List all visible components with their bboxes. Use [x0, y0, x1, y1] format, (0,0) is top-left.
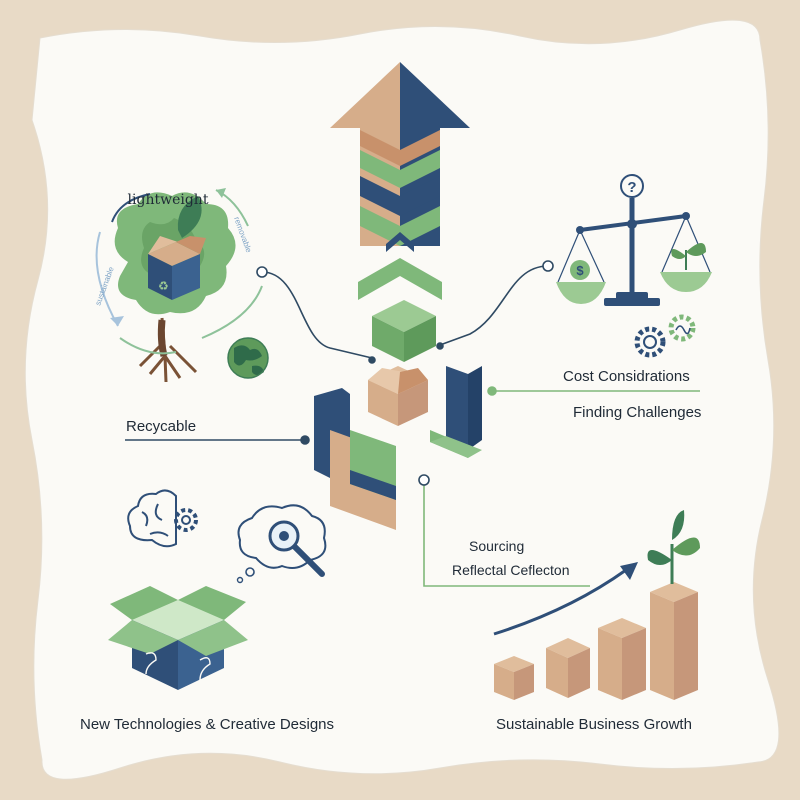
connector-lines [125, 260, 700, 587]
cost-considerations-label: Cost Considrations [563, 368, 690, 385]
kraft-box-icon [368, 366, 428, 426]
arrow-up-icon [330, 62, 470, 300]
reflectal-label: Reflectal Ceflecton [452, 562, 570, 578]
question-icon: ? [627, 179, 636, 196]
lightweight-label: lightweight [128, 192, 209, 208]
open-box-icon [108, 586, 248, 690]
globe-icon [227, 337, 269, 379]
finding-challenges-label: Finding Challenges [573, 404, 702, 421]
sustainable-growth-label: Sustainable Business Growth [496, 716, 692, 733]
svg-text:$: $ [576, 263, 584, 278]
svg-text:♻: ♻ [158, 279, 169, 293]
interlock-blocks [314, 366, 482, 530]
brain-gear-icon [127, 489, 198, 548]
dollar-icon [570, 260, 590, 280]
connector-cost [439, 265, 549, 346]
cube-icon [372, 300, 436, 362]
connector-recycle [261, 271, 373, 359]
connector-sourcing [423, 480, 590, 587]
plant-icon [671, 243, 706, 270]
magnifier-icon [236, 504, 327, 584]
balance-scale-icon: ? $ [556, 174, 712, 306]
sourcing-label: Sourcing [469, 538, 525, 554]
recyclable-label: Recycable [126, 418, 197, 435]
gears-icon [634, 314, 696, 358]
new-technologies-label: New Technologies & Creative Designs [80, 716, 335, 733]
trend-arrow-icon [493, 562, 638, 636]
recycle-cycle-icon: sustainable removable [93, 188, 263, 355]
growth-boxes-icon [494, 510, 700, 700]
